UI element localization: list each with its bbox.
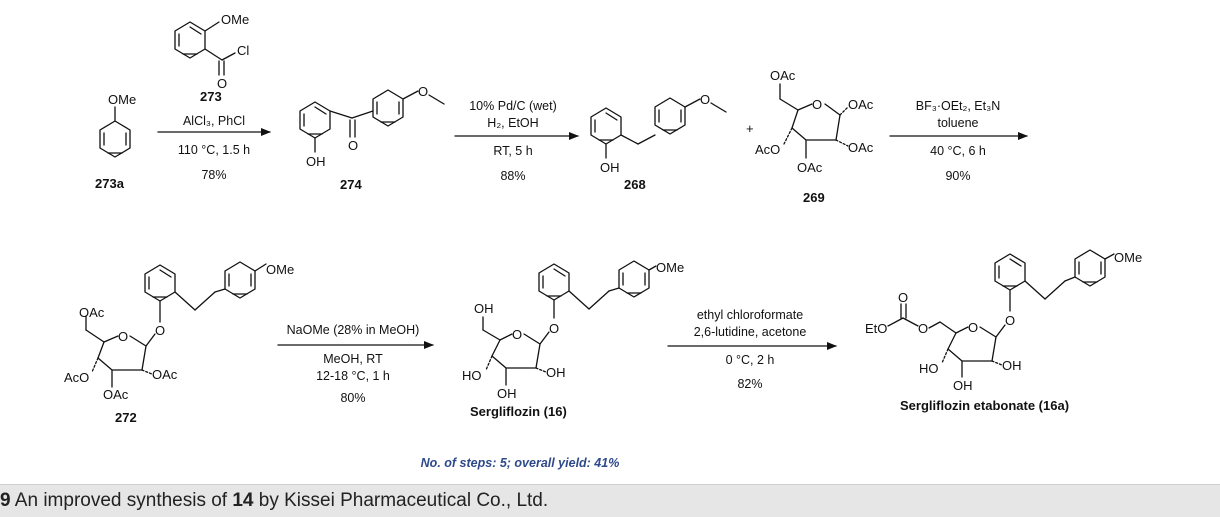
step-5-base-solvent: 2,6-lutidine, acetone: [694, 325, 807, 339]
compound-16-label: Sergliflozin (16): [470, 404, 567, 419]
step-4-conditions: 12-18 °C, 1 h: [316, 369, 390, 383]
reagent-273-cl-label: Cl: [237, 43, 249, 58]
c269-oac-c3: OAc: [797, 160, 823, 175]
compound-16a-label: Sergliflozin etabonate (16a): [900, 398, 1069, 413]
compound-268-label: 268: [624, 177, 646, 192]
c272-ring-o: O: [118, 329, 128, 344]
c274-oh-label: OH: [306, 154, 326, 169]
c269-ring-o: O: [812, 97, 822, 112]
step-1-conditions: 110 °C, 1.5 h: [178, 143, 250, 157]
step-5-yield: 82%: [737, 377, 762, 391]
c16-ho-c4: HO: [462, 368, 482, 383]
c16a-ome-label: OMe: [1114, 250, 1142, 265]
compound-274-label: 274: [340, 177, 362, 192]
plus-sign: +: [746, 121, 754, 136]
compound-269-label: 269: [803, 190, 825, 205]
step-2-yield: 88%: [500, 169, 525, 183]
c16a-ring-o: O: [968, 320, 978, 335]
step-3-reagents: BF₃·OEt₂, Et₃N: [916, 99, 1001, 113]
step-3-solvent: toluene: [937, 116, 978, 130]
glucoside-272-structure: OMe O OAc O OAc OAc AcO 272: [64, 261, 294, 425]
sergliflozin-etabonate-16a-structure: OMe O EtO O O O OH OH HO Sergliflozin et…: [865, 249, 1142, 413]
step-4: NaOMe (28% in MeOH) MeOH, RT 12-18 °C, 1…: [277, 323, 434, 405]
step-4-yield: 80%: [340, 391, 365, 405]
reagent-273-o-label: O: [217, 76, 227, 91]
compound-272-label: 272: [115, 410, 137, 425]
step-3: BF₃·OEt₂, Et₃N toluene 40 °C, 6 h 90%: [889, 99, 1028, 183]
glucose-pentaacetate-269-structure: OAc O OAc OAc OAc AcO 269: [755, 68, 874, 205]
step-4-solvent: MeOH, RT: [323, 352, 383, 366]
c269-aco-c4: AcO: [755, 142, 780, 157]
sergliflozin-16-structure: OMe O OH O OH OH HO Sergliflozin (16): [462, 260, 684, 419]
c272-glycosidic-o: O: [155, 323, 165, 338]
c272-oac-c3: OAc: [103, 387, 129, 402]
caption-bar: 9 An improved synthesis of 14 by Kissei …: [0, 484, 1220, 517]
c16-glycosidic-o: O: [549, 321, 559, 336]
step-5: ethyl chloroformate 2,6-lutidine, aceton…: [667, 308, 837, 391]
summary-note: No. of steps: 5; overall yield: 41%: [421, 456, 620, 470]
reaction-scheme: OMe 273a OMe Cl O 273 AlCl₃, PhCl 110 °C…: [64, 12, 1142, 470]
c274-methoxy-o-label: O: [418, 84, 428, 99]
anisole-273a-structure: OMe 273a: [95, 92, 136, 191]
step-1: AlCl₃, PhCl 110 °C, 1.5 h 78%: [157, 114, 271, 182]
c272-aco-c4: AcO: [64, 370, 89, 385]
c272-ome-label: OMe: [266, 262, 294, 277]
benzophenone-274-structure: OH O O 274: [299, 84, 445, 192]
c269-oac-c2: OAc: [848, 140, 874, 155]
c16-oh-c2: OH: [546, 365, 566, 380]
c16-oh-c3: OH: [497, 386, 517, 401]
step-3-conditions: 40 °C, 6 h: [930, 144, 986, 158]
step-2-reagents: H₂, EtOH: [487, 116, 538, 130]
step-1-yield: 78%: [201, 168, 226, 182]
c16a-ho-c4: HO: [919, 361, 939, 376]
step-2: 10% Pd/C (wet) H₂, EtOH RT, 5 h 88%: [454, 99, 579, 183]
compound-273-label: 273: [200, 89, 222, 104]
caption-text-after: by Kissei Pharmaceutical Co., Ltd.: [253, 490, 549, 511]
step-2-catalyst: 10% Pd/C (wet): [469, 99, 557, 113]
c16-oh-top: OH: [474, 301, 494, 316]
caption-bold-ref: 14: [232, 490, 254, 511]
diarylmethane-268-structure: OH O 268: [590, 92, 727, 192]
caption-text-before: An improved synthesis of: [10, 490, 233, 511]
c269-oac-top: OAc: [770, 68, 796, 83]
step-5-reagent: ethyl chloroformate: [697, 308, 803, 322]
compound-273a-label: 273a: [95, 176, 125, 191]
c16a-carbonate-o-double: O: [898, 290, 908, 305]
anisole-ome-label: OMe: [108, 92, 136, 107]
c269-oac-anomeric: OAc: [848, 97, 874, 112]
figure-caption: 9 An improved synthesis of 14 by Kissei …: [0, 490, 548, 512]
step-1-reagents: AlCl₃, PhCl: [183, 114, 245, 128]
c272-oac-top: OAc: [79, 305, 105, 320]
c16-ome-label: OMe: [656, 260, 684, 275]
step-4-reagent: NaOMe (28% in MeOH): [287, 323, 420, 337]
c16a-oh-c3: OH: [953, 378, 973, 393]
step-3-yield: 90%: [945, 169, 970, 183]
reagent-273-ome-label: OMe: [221, 12, 249, 27]
c268-methoxy-o-label: O: [700, 92, 710, 107]
c16a-carbonate-o-single: O: [918, 321, 928, 336]
acid-chloride-273-structure: OMe Cl O 273: [174, 12, 249, 104]
c272-oac-c2: OAc: [152, 367, 178, 382]
caption-number: 9: [0, 490, 11, 511]
c268-oh-label: OH: [600, 160, 620, 175]
step-2-conditions: RT, 5 h: [493, 144, 532, 158]
c16a-oh-c2: OH: [1002, 358, 1022, 373]
c16a-eto-label: EtO: [865, 321, 887, 336]
c274-carbonyl-o-label: O: [348, 138, 358, 153]
c16-ring-o: O: [512, 327, 522, 342]
step-5-conditions: 0 °C, 2 h: [726, 353, 775, 367]
c16a-glycosidic-o: O: [1005, 313, 1015, 328]
